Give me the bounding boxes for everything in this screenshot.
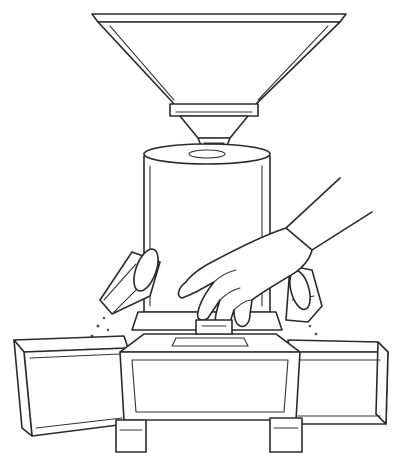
center-tray-stand	[116, 334, 302, 452]
adjustment-lever	[196, 320, 232, 334]
right-collection-tray	[288, 340, 388, 424]
hopper-funnel	[92, 14, 346, 148]
left-collection-tray	[14, 336, 128, 436]
